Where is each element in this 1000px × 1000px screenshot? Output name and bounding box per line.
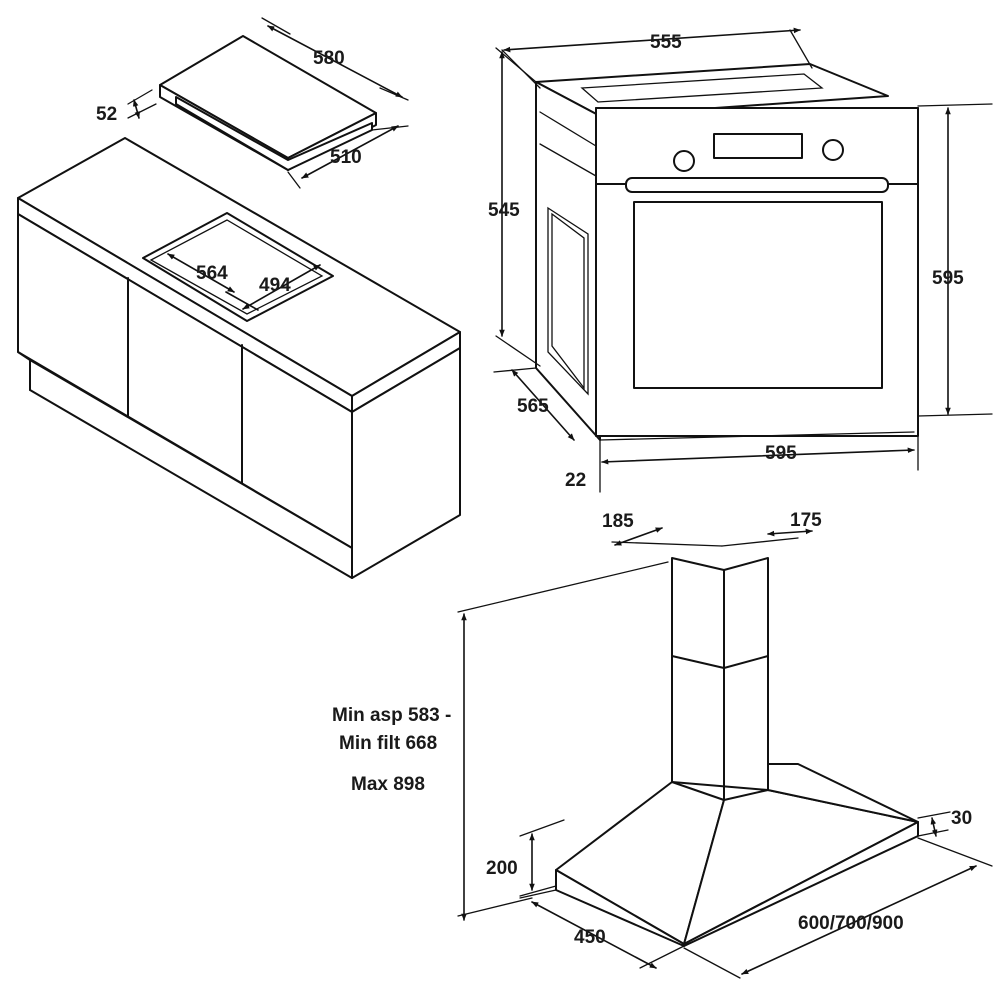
hood-width-options-label: 600/700/900 <box>798 913 904 934</box>
cooker-hood-drawing: 185 175 Min asp 583 - Min filt 668 Max 8… <box>332 510 993 979</box>
oven-window <box>633 201 883 389</box>
oven-top-depth-label: 555 <box>650 32 682 53</box>
oven-front-offset-label: 22 <box>565 470 586 491</box>
hob-cutout <box>142 212 334 322</box>
hood-height-line1: Min asp 583 - <box>332 705 451 726</box>
chimney-width-label: 185 <box>602 511 634 532</box>
oven-side-panel <box>535 81 601 441</box>
oven-height-label: 595 <box>932 268 964 289</box>
oven-inner-height-label: 545 <box>488 200 520 221</box>
hob-cutout-depth-label: 494 <box>259 275 291 296</box>
canopy-height-label: 200 <box>486 858 518 879</box>
oven-right-knob <box>822 139 844 161</box>
hob-height-label: 52 <box>96 104 117 125</box>
hob-cutout-width-label: 564 <box>196 263 228 284</box>
oven-left-knob <box>673 150 695 172</box>
hood-height-line2: Min filt 668 <box>339 733 437 754</box>
oven-display <box>713 133 803 159</box>
oven-control-panel <box>595 107 919 185</box>
rim-height-label: 30 <box>951 808 972 829</box>
oven-front-width-label: 595 <box>765 443 797 464</box>
hob-depth-label: 510 <box>330 147 362 168</box>
oven-drawing: 555 545 595 565 595 22 <box>488 27 993 493</box>
chimney-depth-label: 175 <box>790 510 822 531</box>
oven-side-depth-label: 565 <box>517 396 549 417</box>
oven-door-handle <box>625 177 889 193</box>
hood-chimney <box>671 557 769 805</box>
hood-height-line3: Max 898 <box>351 774 425 795</box>
hob-and-cabinet-drawing: 564 494 580 510 52 <box>17 17 461 579</box>
kitchen-cabinet <box>17 137 461 579</box>
hob-width-label: 580 <box>313 48 345 69</box>
hood-depth-label: 450 <box>574 927 606 948</box>
